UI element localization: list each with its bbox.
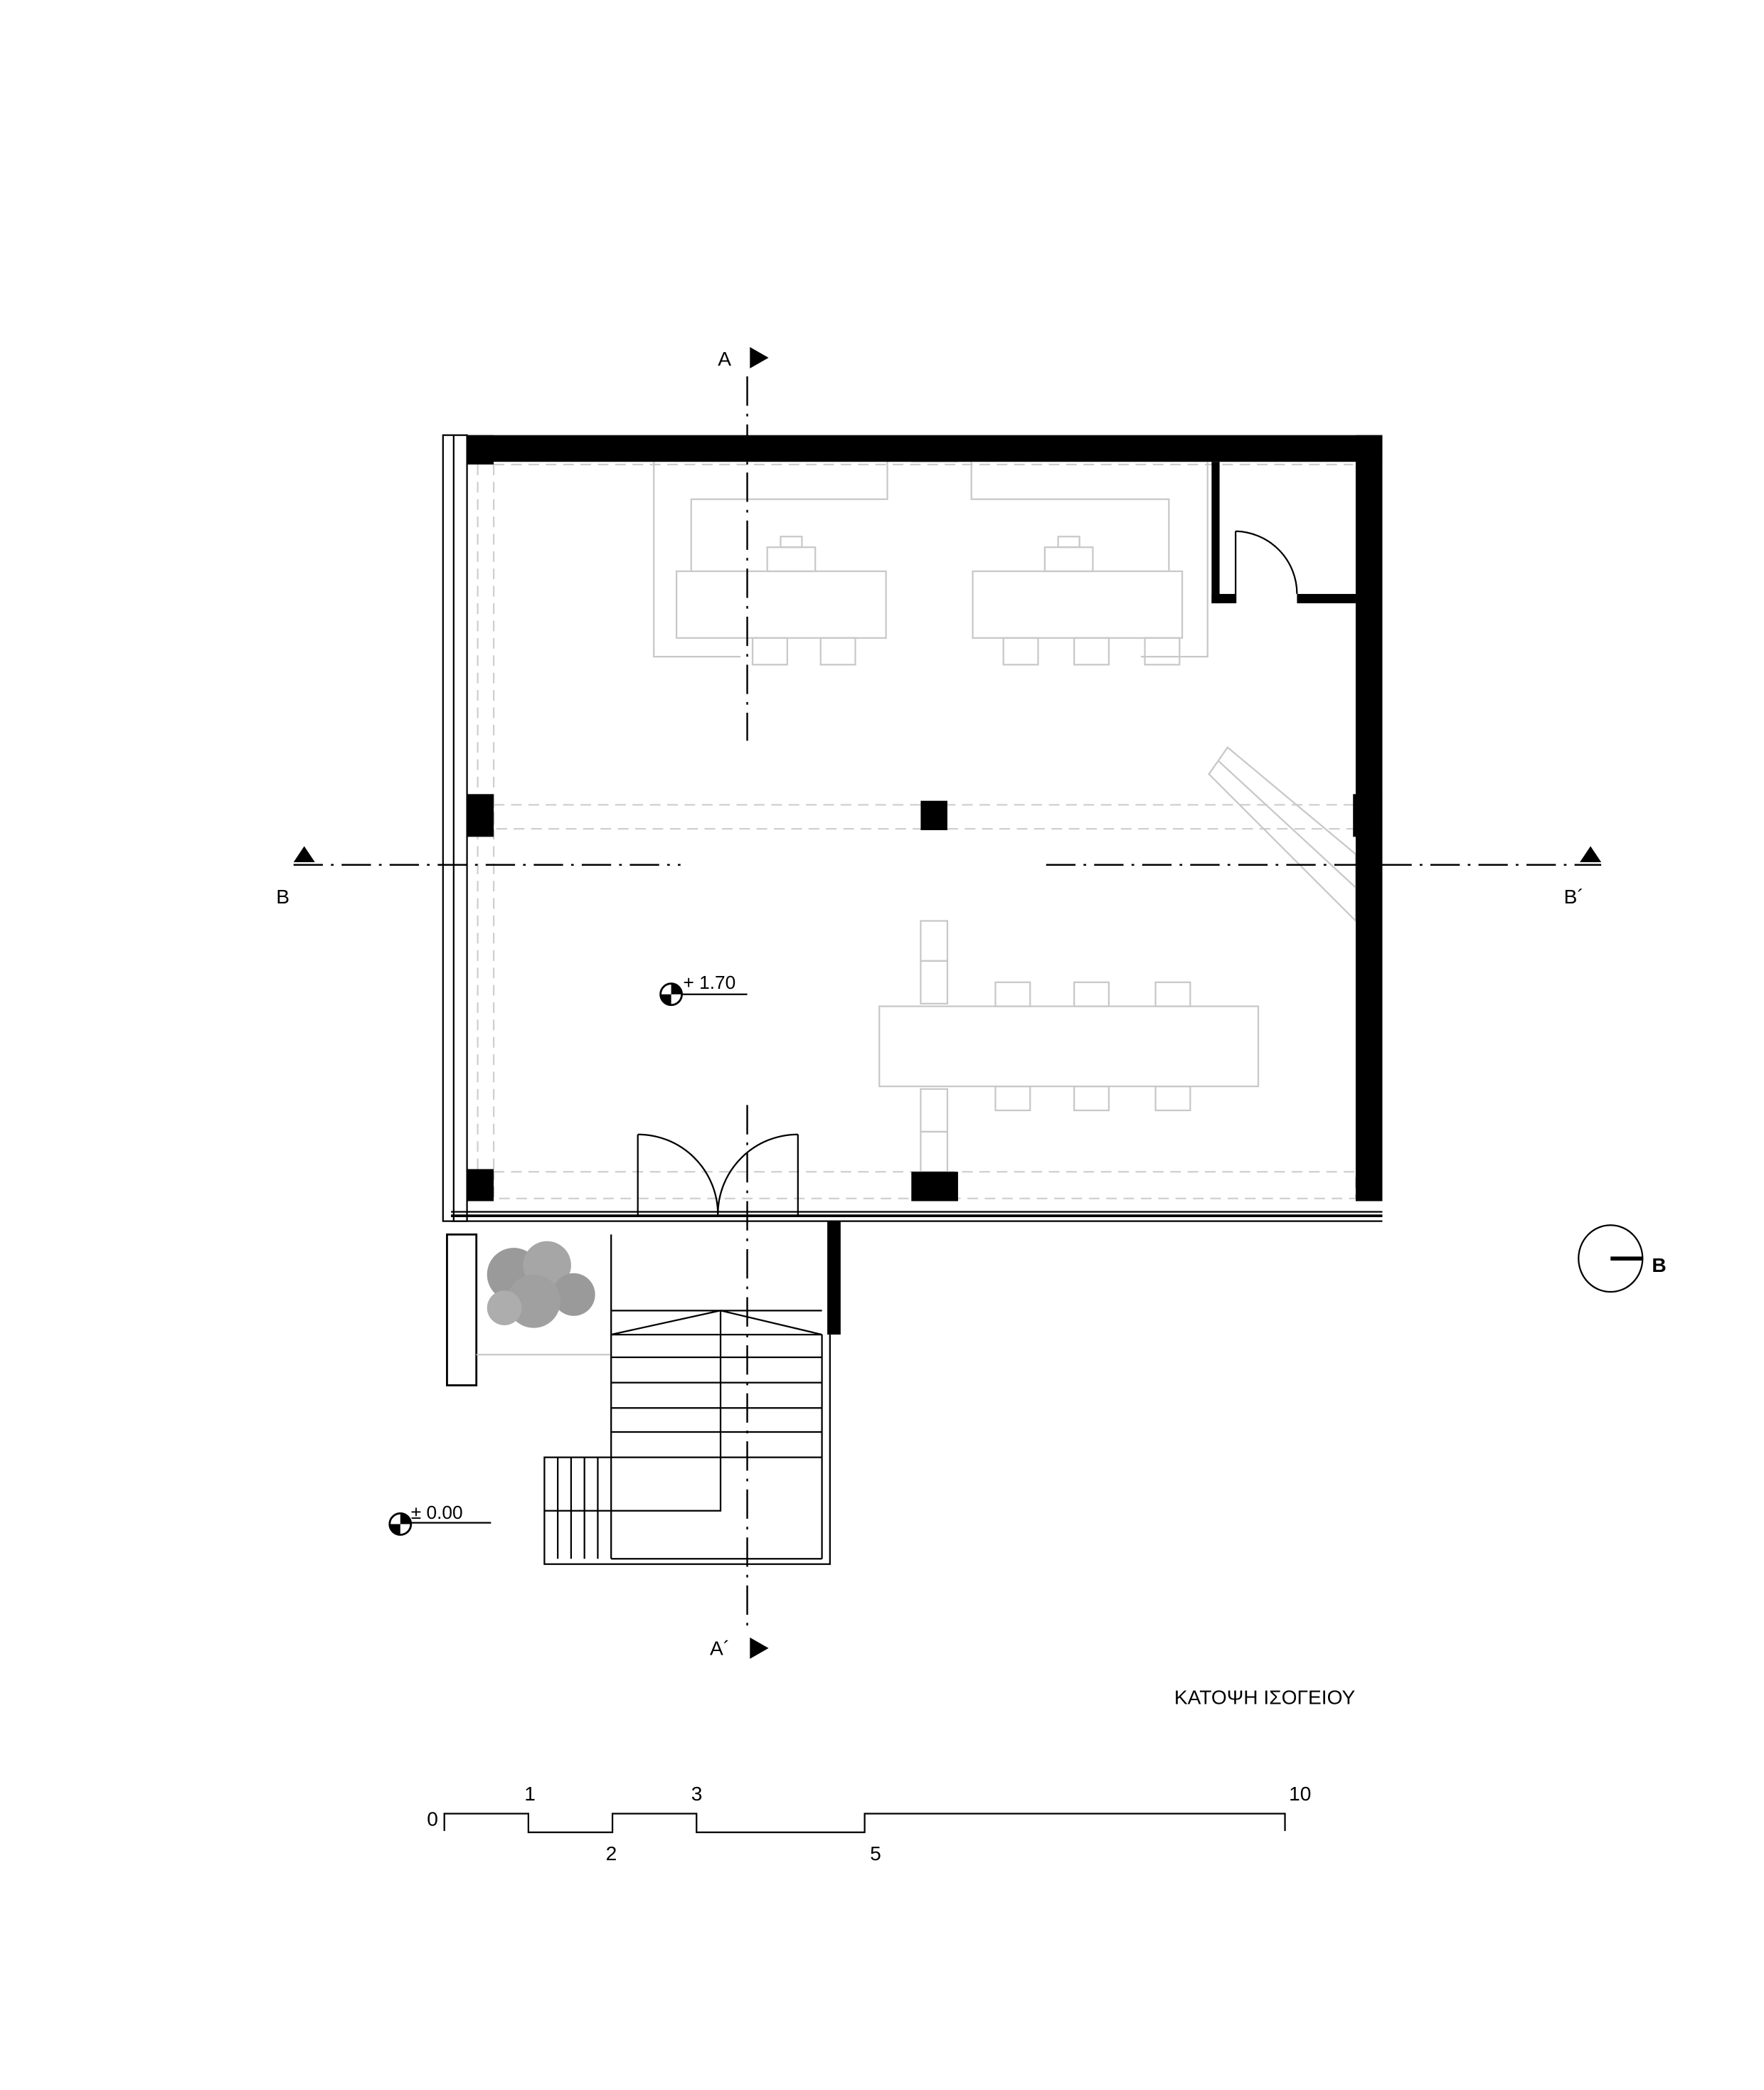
beam-lines (477, 463, 1357, 1199)
level-text-upper: + 1.70 (683, 972, 735, 993)
section-line-a: A A´ (710, 346, 769, 1659)
wc-door[interactable] (1234, 530, 1298, 604)
section-arrow-icon (1580, 846, 1602, 862)
level-marker-ground: ± 0.00 (388, 1502, 492, 1536)
scale-tick-1: 1 (524, 1783, 536, 1805)
scale-tick-2: 2 (606, 1842, 617, 1864)
tree-icon (487, 1241, 595, 1328)
level-marker-upper: + 1.70 (659, 972, 748, 1007)
office-furniture (653, 462, 1357, 1173)
level-text-ground: ± 0.00 (411, 1502, 463, 1523)
scale-bar: 0 1 3 10 2 5 (427, 1783, 1311, 1864)
planter (446, 1233, 612, 1458)
drawing-title: ΚΑΤΟΨΗ ΙΣΟΓΕΙΟΥ (1174, 1687, 1356, 1709)
walls (442, 434, 1383, 1335)
orientation-marker: B (1578, 1224, 1667, 1293)
section-label-a: A (718, 348, 731, 370)
columns (467, 794, 1383, 1202)
section-line-b: B B´ (276, 846, 1602, 908)
orientation-label: B (1652, 1254, 1666, 1276)
staircase (543, 1310, 831, 1565)
scale-tick-3: 3 (691, 1783, 703, 1805)
entrance-double-door[interactable] (637, 1133, 799, 1217)
scale-tick-10: 10 (1289, 1783, 1311, 1805)
section-label-a-prime: A´ (710, 1637, 730, 1659)
section-label-b-prime: B´ (1564, 886, 1584, 908)
section-arrow-icon (750, 1637, 769, 1659)
scale-tick-0: 0 (427, 1808, 438, 1830)
section-label-b: B (276, 886, 289, 908)
section-arrow-icon (750, 346, 769, 368)
section-arrow-icon (293, 846, 315, 862)
scale-tick-5: 5 (870, 1842, 881, 1864)
